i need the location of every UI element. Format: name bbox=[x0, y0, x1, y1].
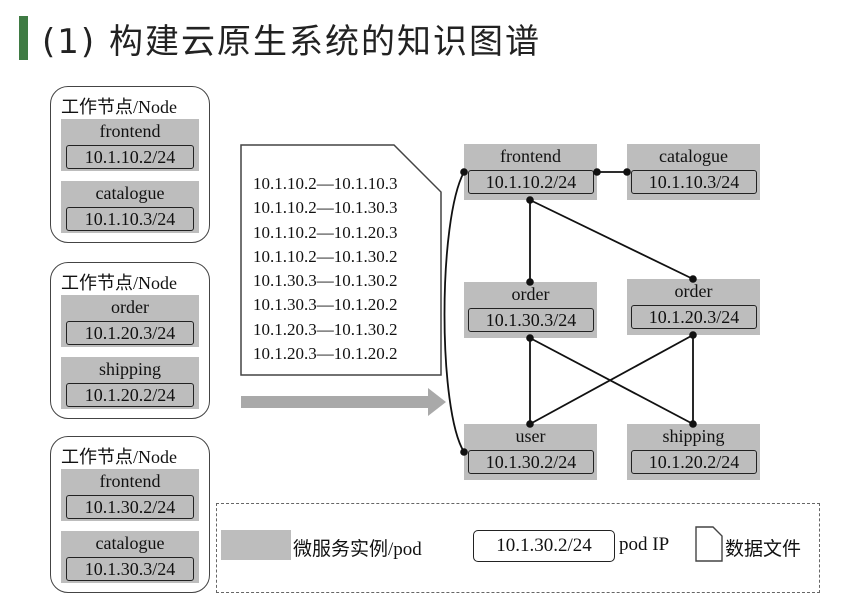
legend-pod-label: 微服务实例/pod bbox=[293, 539, 422, 560]
legend-ip-label: pod IP bbox=[619, 534, 670, 555]
data-file-line: 10.1.10.2—10.1.20.3 bbox=[253, 222, 398, 242]
graph-pod-shipping: shipping bbox=[627, 424, 760, 480]
data-file-line: 10.1.20.3—10.1.20.2 bbox=[253, 344, 398, 364]
pod-name: order bbox=[674, 281, 713, 301]
graph-pod-user: user bbox=[464, 424, 597, 480]
pod-name: catalogue bbox=[95, 183, 165, 203]
data-file-line: 10.1.10.2—10.1.30.2 bbox=[253, 246, 398, 266]
pod-ip: 10.1.30.2/24 bbox=[468, 450, 594, 474]
legend-pod-swatch bbox=[221, 530, 291, 560]
graph-pod-order-a: order bbox=[464, 282, 597, 338]
pod-ip: 10.1.10.3/24 bbox=[66, 207, 194, 231]
pod-ip: 10.1.20.3/24 bbox=[631, 305, 757, 329]
pod-name: shipping bbox=[98, 359, 161, 379]
pod-name: catalogue bbox=[95, 533, 165, 553]
pod-name: shipping bbox=[662, 426, 725, 446]
page-title: (1) 构建云原生系统的知识图谱 bbox=[42, 22, 541, 62]
data-file-lines: 10.1.10.2—10.1.10.3 10.1.10.2—10.1.30.3 … bbox=[253, 172, 398, 366]
legend-file-icon bbox=[695, 526, 723, 562]
title-accent-bar bbox=[19, 16, 28, 60]
pod-ip: 10.1.30.2/24 bbox=[66, 495, 194, 519]
legend-ip-sample: 10.1.30.2/24 bbox=[473, 530, 615, 562]
pod-name: frontend bbox=[99, 121, 161, 141]
pod-name: catalogue bbox=[659, 146, 728, 166]
pod-ip: 10.1.10.3/24 bbox=[631, 170, 757, 194]
legend-file-label: 数据文件 bbox=[725, 539, 802, 560]
data-file-line: 10.1.20.3—10.1.30.2 bbox=[253, 319, 398, 339]
pod-name: frontend bbox=[99, 471, 161, 491]
pod-ip: 10.1.20.3/24 bbox=[66, 321, 194, 345]
node-label: 工作节点/Node bbox=[61, 97, 177, 117]
pod-ip: 10.1.10.2/24 bbox=[66, 145, 194, 169]
worker-node-1: 工作节点/Node frontend 10.1.10.2/24 catalogu… bbox=[50, 86, 210, 243]
node-label: 工作节点/Node bbox=[61, 273, 177, 293]
graph-pod-frontend: frontend bbox=[464, 144, 597, 200]
pod-name: order bbox=[511, 284, 550, 304]
worker-node-3: 工作节点/Node frontend 10.1.30.2/24 catalogu… bbox=[50, 436, 210, 593]
data-file-line: 10.1.30.3—10.1.20.2 bbox=[253, 295, 398, 315]
pod-ip: 10.1.10.2/24 bbox=[468, 170, 594, 194]
data-file-line: 10.1.30.3—10.1.30.2 bbox=[253, 271, 398, 291]
edge bbox=[529, 337, 694, 425]
data-file-line: 10.1.10.2—10.1.30.3 bbox=[253, 198, 398, 218]
edge bbox=[529, 334, 694, 425]
edge bbox=[443, 171, 465, 453]
data-file-shape bbox=[240, 144, 442, 376]
pod-ip: 10.1.30.3/24 bbox=[66, 557, 194, 581]
legend: 微服务实例/pod 10.1.30.2/24 pod IP 数据文件 bbox=[216, 503, 820, 593]
pod-name: user bbox=[515, 426, 546, 446]
graph-pod-order-b: order bbox=[627, 279, 760, 335]
data-file-line: 10.1.10.2—10.1.10.3 bbox=[253, 174, 398, 193]
pod-ip: 10.1.20.2/24 bbox=[66, 383, 194, 407]
graph-pod-catalogue: catalogue bbox=[627, 144, 760, 200]
node-label: 工作节点/Node bbox=[61, 447, 177, 467]
worker-node-2: 工作节点/Node order 10.1.20.3/24 shipping 10… bbox=[50, 262, 210, 419]
pod-name: order bbox=[111, 297, 149, 317]
pod-ip: 10.1.30.3/24 bbox=[468, 308, 594, 332]
pod-name: frontend bbox=[500, 146, 561, 166]
pod-ip: 10.1.20.2/24 bbox=[631, 450, 757, 474]
edge bbox=[529, 199, 694, 280]
